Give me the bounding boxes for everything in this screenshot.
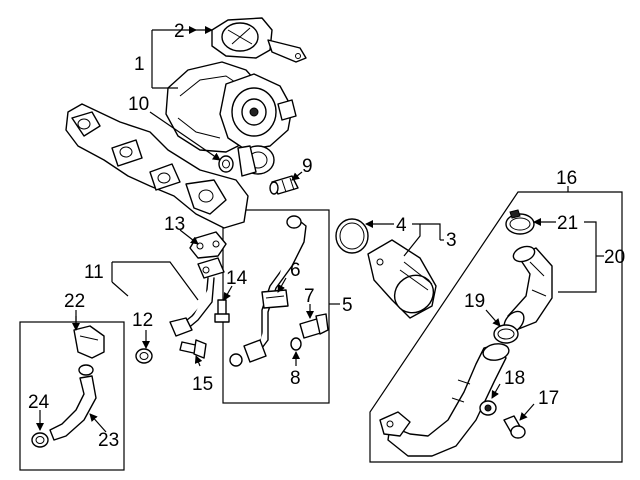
clamp-clip-6 [261, 289, 289, 309]
callout-7: 7 [304, 286, 315, 307]
callout-16: 16 [556, 168, 577, 189]
grommet-18 [479, 400, 497, 416]
vacuum-hose-23 [49, 375, 97, 441]
callout-23: 23 [98, 430, 119, 451]
bolt-14 [214, 299, 230, 323]
callout-18: 18 [504, 368, 525, 389]
callout-6: 6 [290, 260, 301, 281]
oil-return-tube [169, 257, 225, 337]
callout-14: 14 [226, 268, 248, 289]
pressure-sensor-22 [73, 325, 105, 376]
leader-lines [36, 26, 604, 433]
callout-1: 1 [134, 54, 145, 75]
group-box-intake-pipe [369, 191, 623, 463]
washer-12 [135, 348, 153, 364]
callout-15: 15 [192, 374, 213, 395]
callout-3: 3 [446, 230, 457, 251]
oil-feed-line [229, 215, 307, 367]
hose-clamp-19 [493, 324, 519, 344]
group-box-sensor-hose [19, 321, 125, 471]
outlet-gasket [218, 155, 234, 173]
callout-4: 4 [396, 215, 407, 236]
bolt-15 [179, 339, 207, 359]
intake-pipe [379, 343, 510, 457]
callout-10: 10 [128, 94, 149, 115]
intake-hose-20 [503, 245, 553, 334]
o-ring-4 [335, 218, 369, 254]
wastegate-actuator [211, 17, 307, 63]
callout-12: 12 [132, 310, 153, 331]
callout-17: 17 [538, 388, 559, 409]
callout-22: 22 [64, 291, 85, 312]
callout-5: 5 [342, 295, 353, 316]
hose-clamp-21 [505, 209, 535, 235]
callout-11: 11 [84, 262, 104, 283]
callout-labels: 2 1 10 9 13 11 12 14 15 6 7 8 5 4 3 16 2… [28, 21, 625, 451]
callout-13: 13 [164, 214, 185, 235]
turbocharger [65, 61, 297, 229]
callout-19: 19 [464, 291, 485, 312]
flange-gasket [189, 231, 227, 259]
inlet-adapter [367, 239, 437, 319]
callout-24: 24 [28, 392, 50, 413]
banjo-bolt-7 [299, 313, 329, 339]
callout-8: 8 [290, 368, 301, 389]
callout-20: 20 [604, 247, 625, 268]
callout-2: 2 [174, 21, 185, 42]
callout-21: 21 [557, 213, 578, 234]
callout-9: 9 [302, 156, 313, 177]
washer-8 [290, 337, 302, 351]
hose-clamp-24 [31, 432, 49, 448]
bolt-17 [503, 415, 526, 439]
